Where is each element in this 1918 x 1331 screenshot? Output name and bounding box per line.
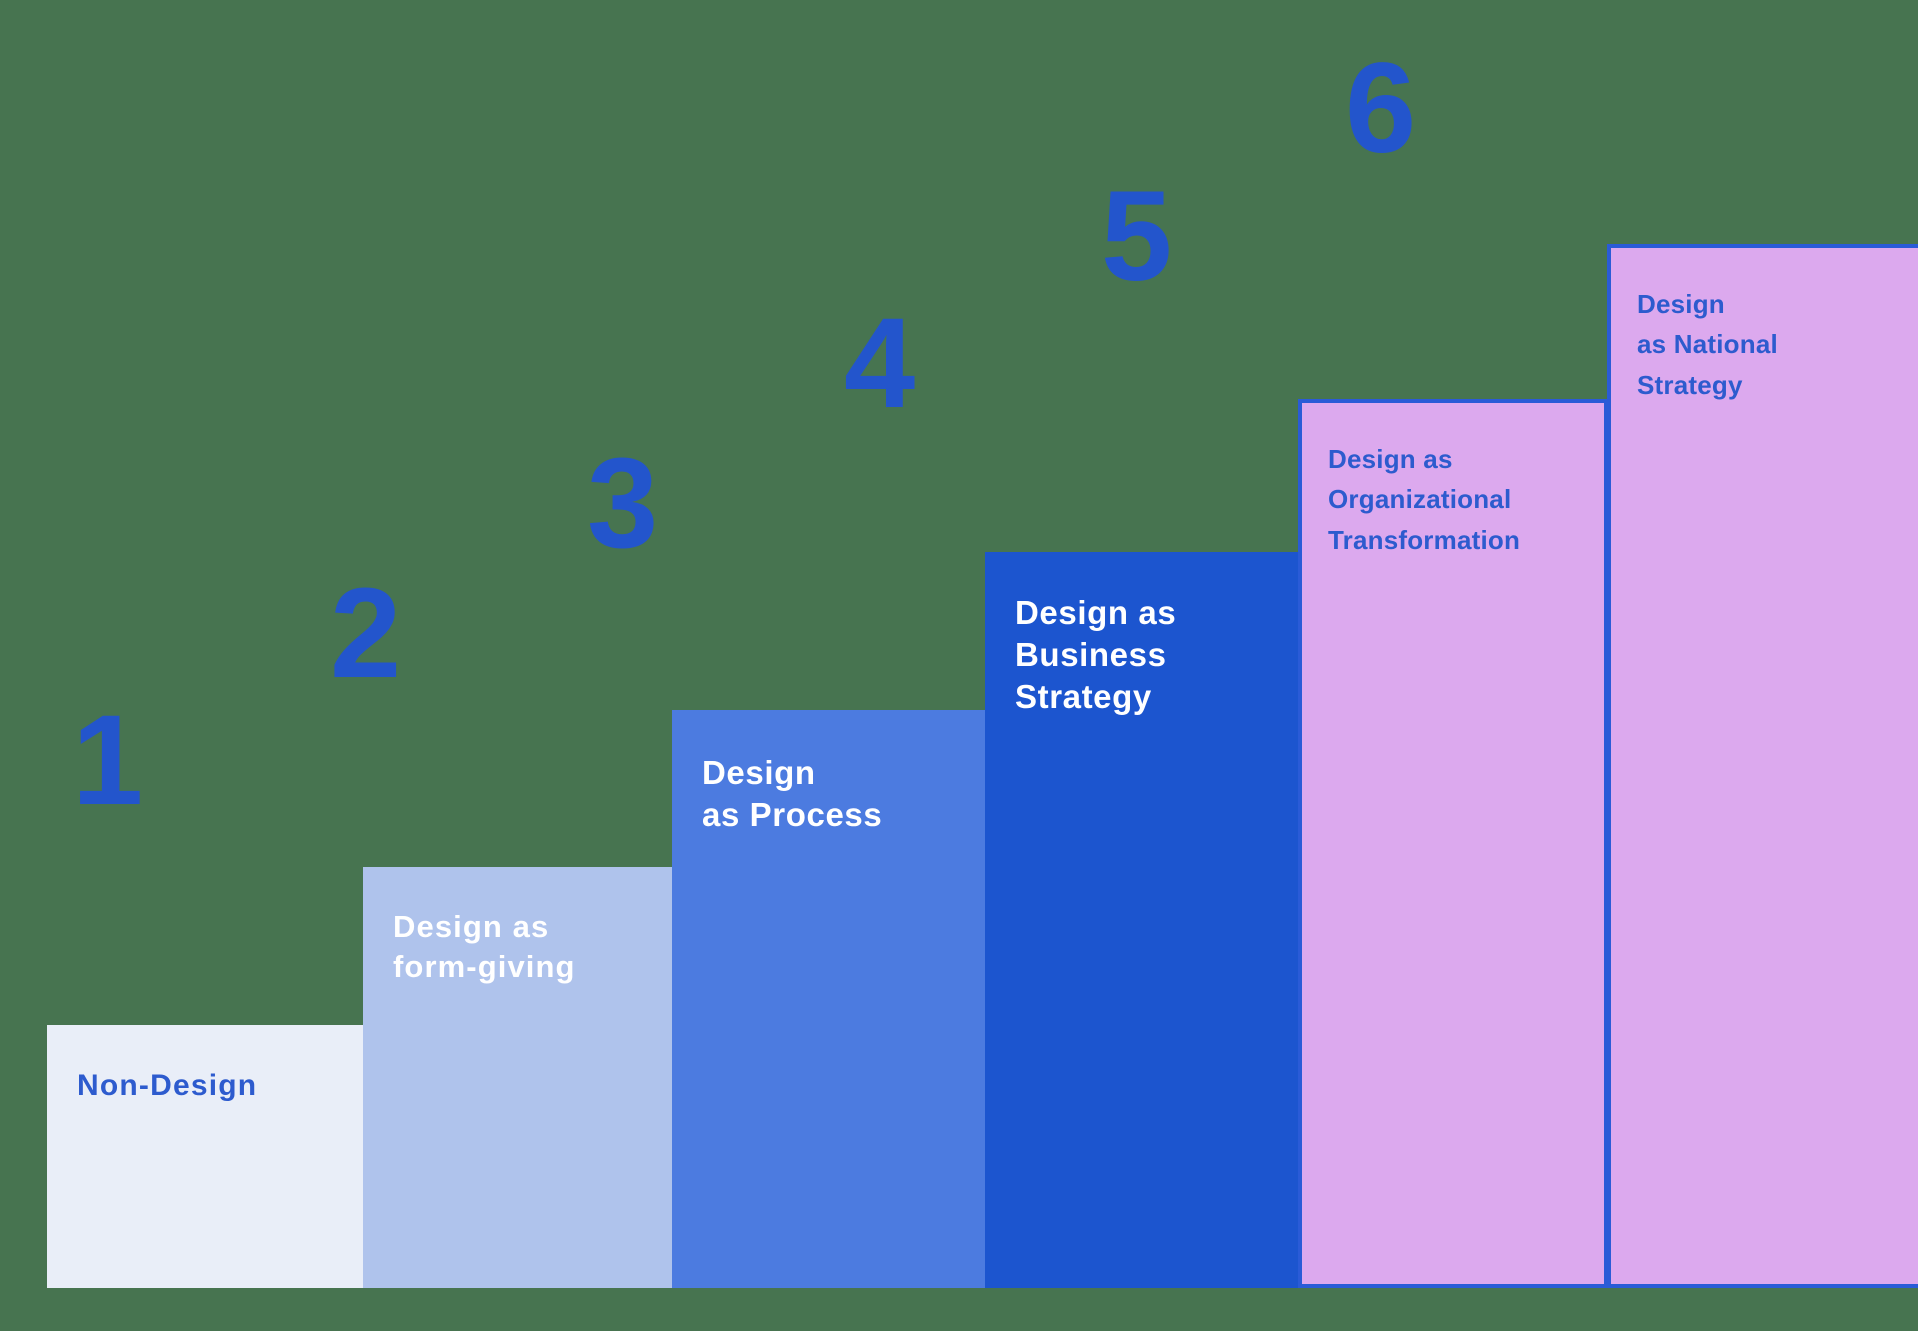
step-number-6: 6 bbox=[1345, 37, 1417, 180]
step-number-4: 4 bbox=[844, 292, 916, 435]
bar-label-5: Design as Organizational Transformation bbox=[1328, 444, 1521, 555]
bar-step-6: Design as National Strategy bbox=[1607, 244, 1918, 1288]
bar-step-4: Design as Business Strategy bbox=[985, 552, 1298, 1288]
bar-label-3: Design as Process bbox=[702, 754, 883, 834]
bar-step-2: Design as form-giving bbox=[363, 867, 672, 1288]
step-number-3: 3 bbox=[587, 432, 659, 575]
bar-label-6: Design as National Strategy bbox=[1637, 289, 1778, 400]
bar-step-1: Non-Design bbox=[47, 1025, 363, 1288]
step-number-1: 1 bbox=[72, 689, 144, 832]
bar-label-2: Design as form-giving bbox=[393, 909, 576, 984]
bar-label-4: Design as Business Strategy bbox=[1015, 594, 1177, 716]
step-number-2: 2 bbox=[330, 562, 402, 705]
bar-step-5: Design as Organizational Transformation bbox=[1298, 399, 1608, 1288]
bar-step-3: Design as Process bbox=[672, 710, 985, 1288]
bar-label-1: Non-Design bbox=[77, 1069, 258, 1102]
step-number-5: 5 bbox=[1101, 165, 1173, 308]
